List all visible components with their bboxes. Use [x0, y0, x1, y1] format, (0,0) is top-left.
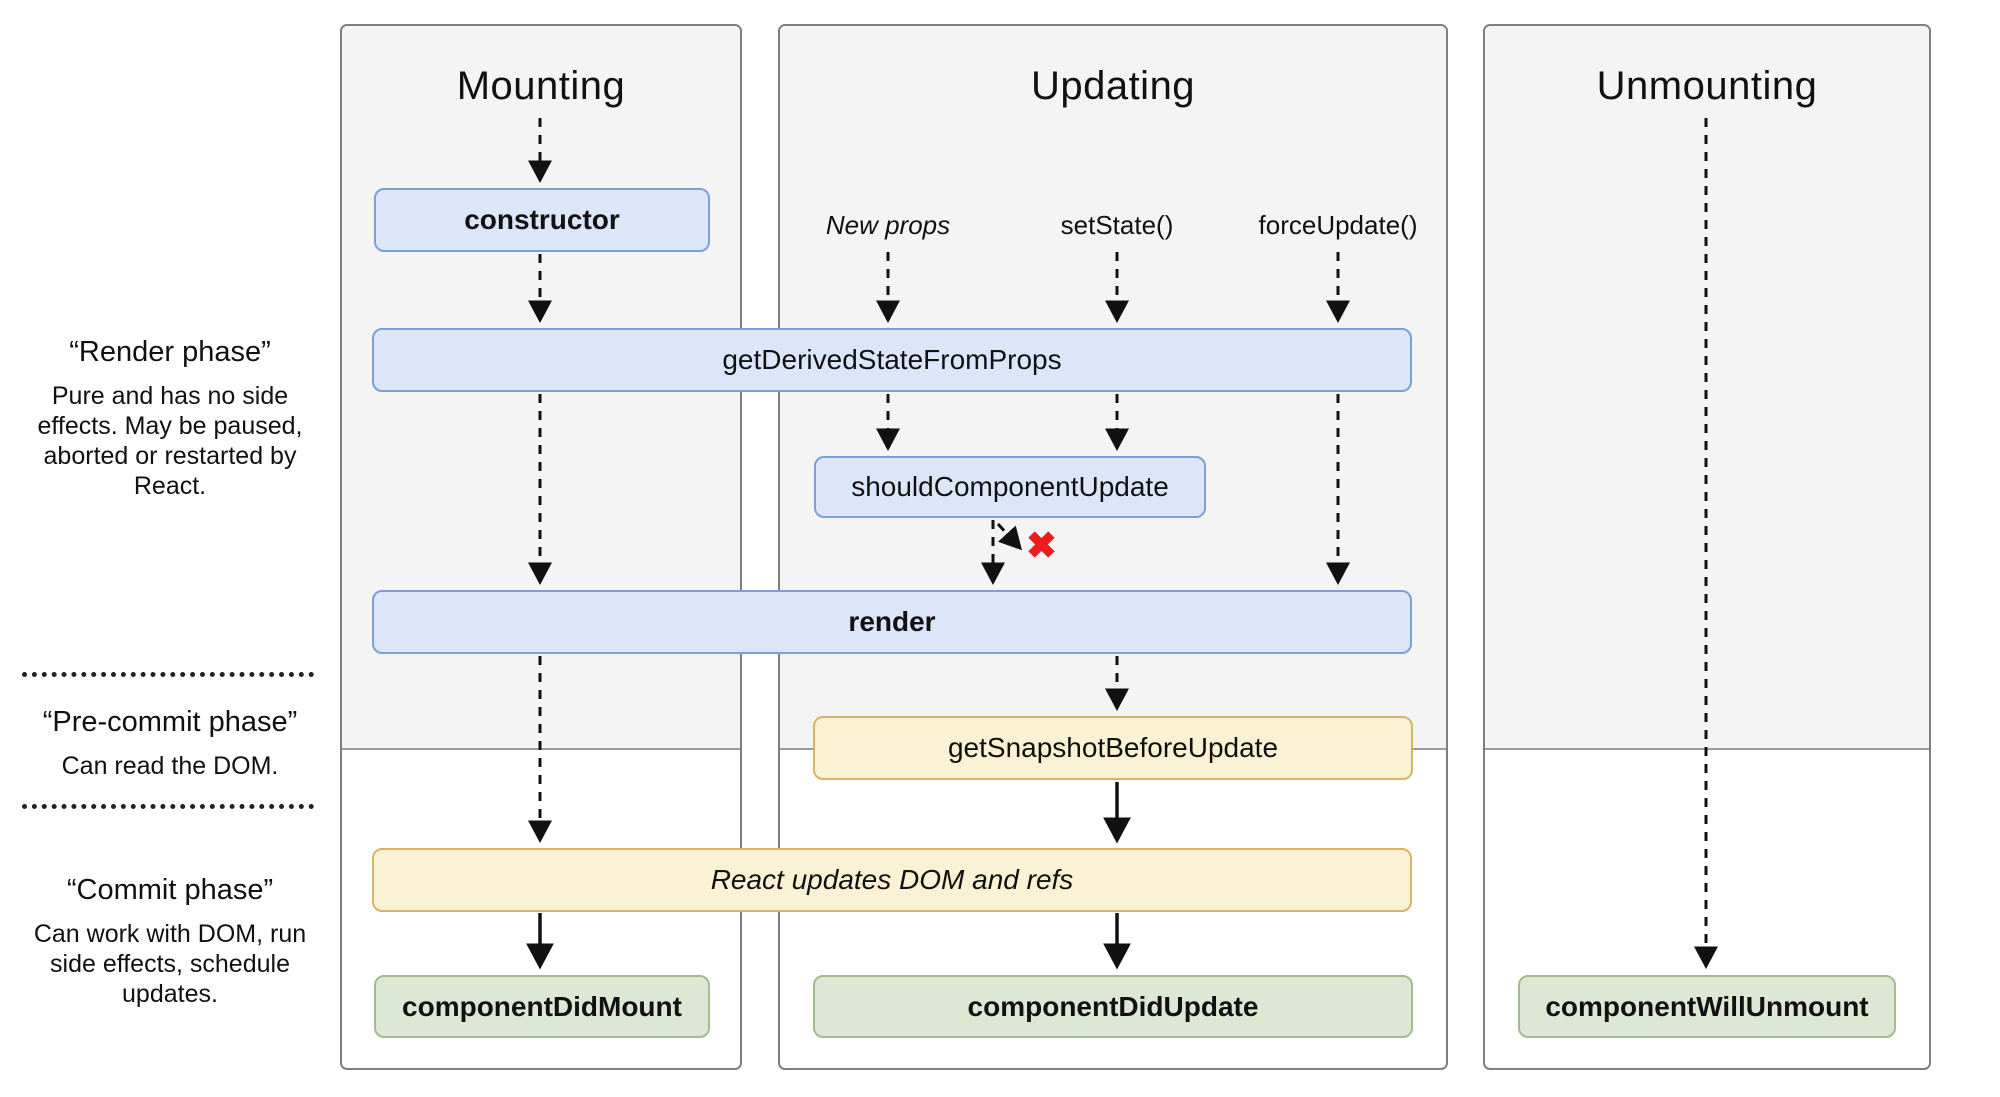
commit-phase-desc: Can work with DOM, run side effects, sch…: [33, 920, 307, 1008]
component-will-unmount-label: componentWillUnmount: [1545, 990, 1869, 1022]
unmounting-panel-title: Unmounting: [1596, 64, 1818, 108]
pre-commit-phase-title: “Pre-commit phase”: [42, 706, 298, 738]
render-box[interactable]: render: [372, 590, 1412, 654]
component-did-mount-box[interactable]: componentDidMount: [374, 975, 710, 1038]
mounting-panel: Mounting: [340, 24, 742, 1070]
render-phase-note: “Render phase” Pure and has no side effe…: [14, 336, 326, 501]
get-snapshot-before-update-box[interactable]: getSnapshotBeforeUpdate: [813, 716, 1413, 780]
render-phase-title: “Render phase”: [69, 336, 271, 368]
dotted-divider: [22, 672, 314, 677]
new-props-label: New props: [825, 210, 951, 240]
should-component-update-box[interactable]: shouldComponentUpdate: [814, 456, 1206, 518]
constructor-box[interactable]: constructor: [374, 188, 710, 252]
constructor-label: constructor: [464, 204, 620, 235]
updating-panel-title: Updating: [1030, 64, 1196, 108]
render-label: render: [848, 606, 936, 637]
pre-commit-phase-note: “Pre-commit phase” Can read the DOM.: [14, 706, 326, 781]
component-did-mount-label: componentDidMount: [402, 990, 682, 1022]
component-did-update-box[interactable]: componentDidUpdate: [813, 975, 1413, 1038]
unmounting-panel: Unmounting: [1483, 24, 1931, 1070]
get-derived-state-from-props-label: getDerivedStateFromProps: [722, 344, 1062, 375]
component-did-update-label: componentDidUpdate: [967, 990, 1259, 1022]
set-state-label[interactable]: setState(): [1060, 210, 1174, 240]
get-derived-state-from-props-box[interactable]: getDerivedStateFromProps: [372, 328, 1412, 392]
should-component-update-label: shouldComponentUpdate: [851, 471, 1169, 502]
dotted-divider: [22, 804, 314, 809]
get-snapshot-before-update-label: getSnapshotBeforeUpdate: [947, 732, 1279, 763]
force-update-label[interactable]: forceUpdate(): [1258, 210, 1418, 240]
mounting-panel-title: Mounting: [456, 64, 626, 108]
commit-phase-note: “Commit phase” Can work with DOM, run si…: [14, 874, 326, 1009]
updating-panel: Updating: [778, 24, 1448, 1070]
react-updates-dom-box: React updates DOM and refs: [372, 848, 1412, 912]
commit-phase-title: “Commit phase”: [66, 874, 274, 906]
render-phase-desc: Pure and has no side effects. May be pau…: [37, 382, 303, 500]
react-updates-dom-label: React updates DOM and refs: [710, 864, 1074, 895]
component-will-unmount-box[interactable]: componentWillUnmount: [1518, 975, 1896, 1038]
unmounting-render-phase-shade: [1485, 26, 1929, 750]
pre-commit-phase-desc: Can read the DOM.: [61, 752, 279, 780]
skip-render-x-icon: ✖: [1026, 525, 1058, 566]
